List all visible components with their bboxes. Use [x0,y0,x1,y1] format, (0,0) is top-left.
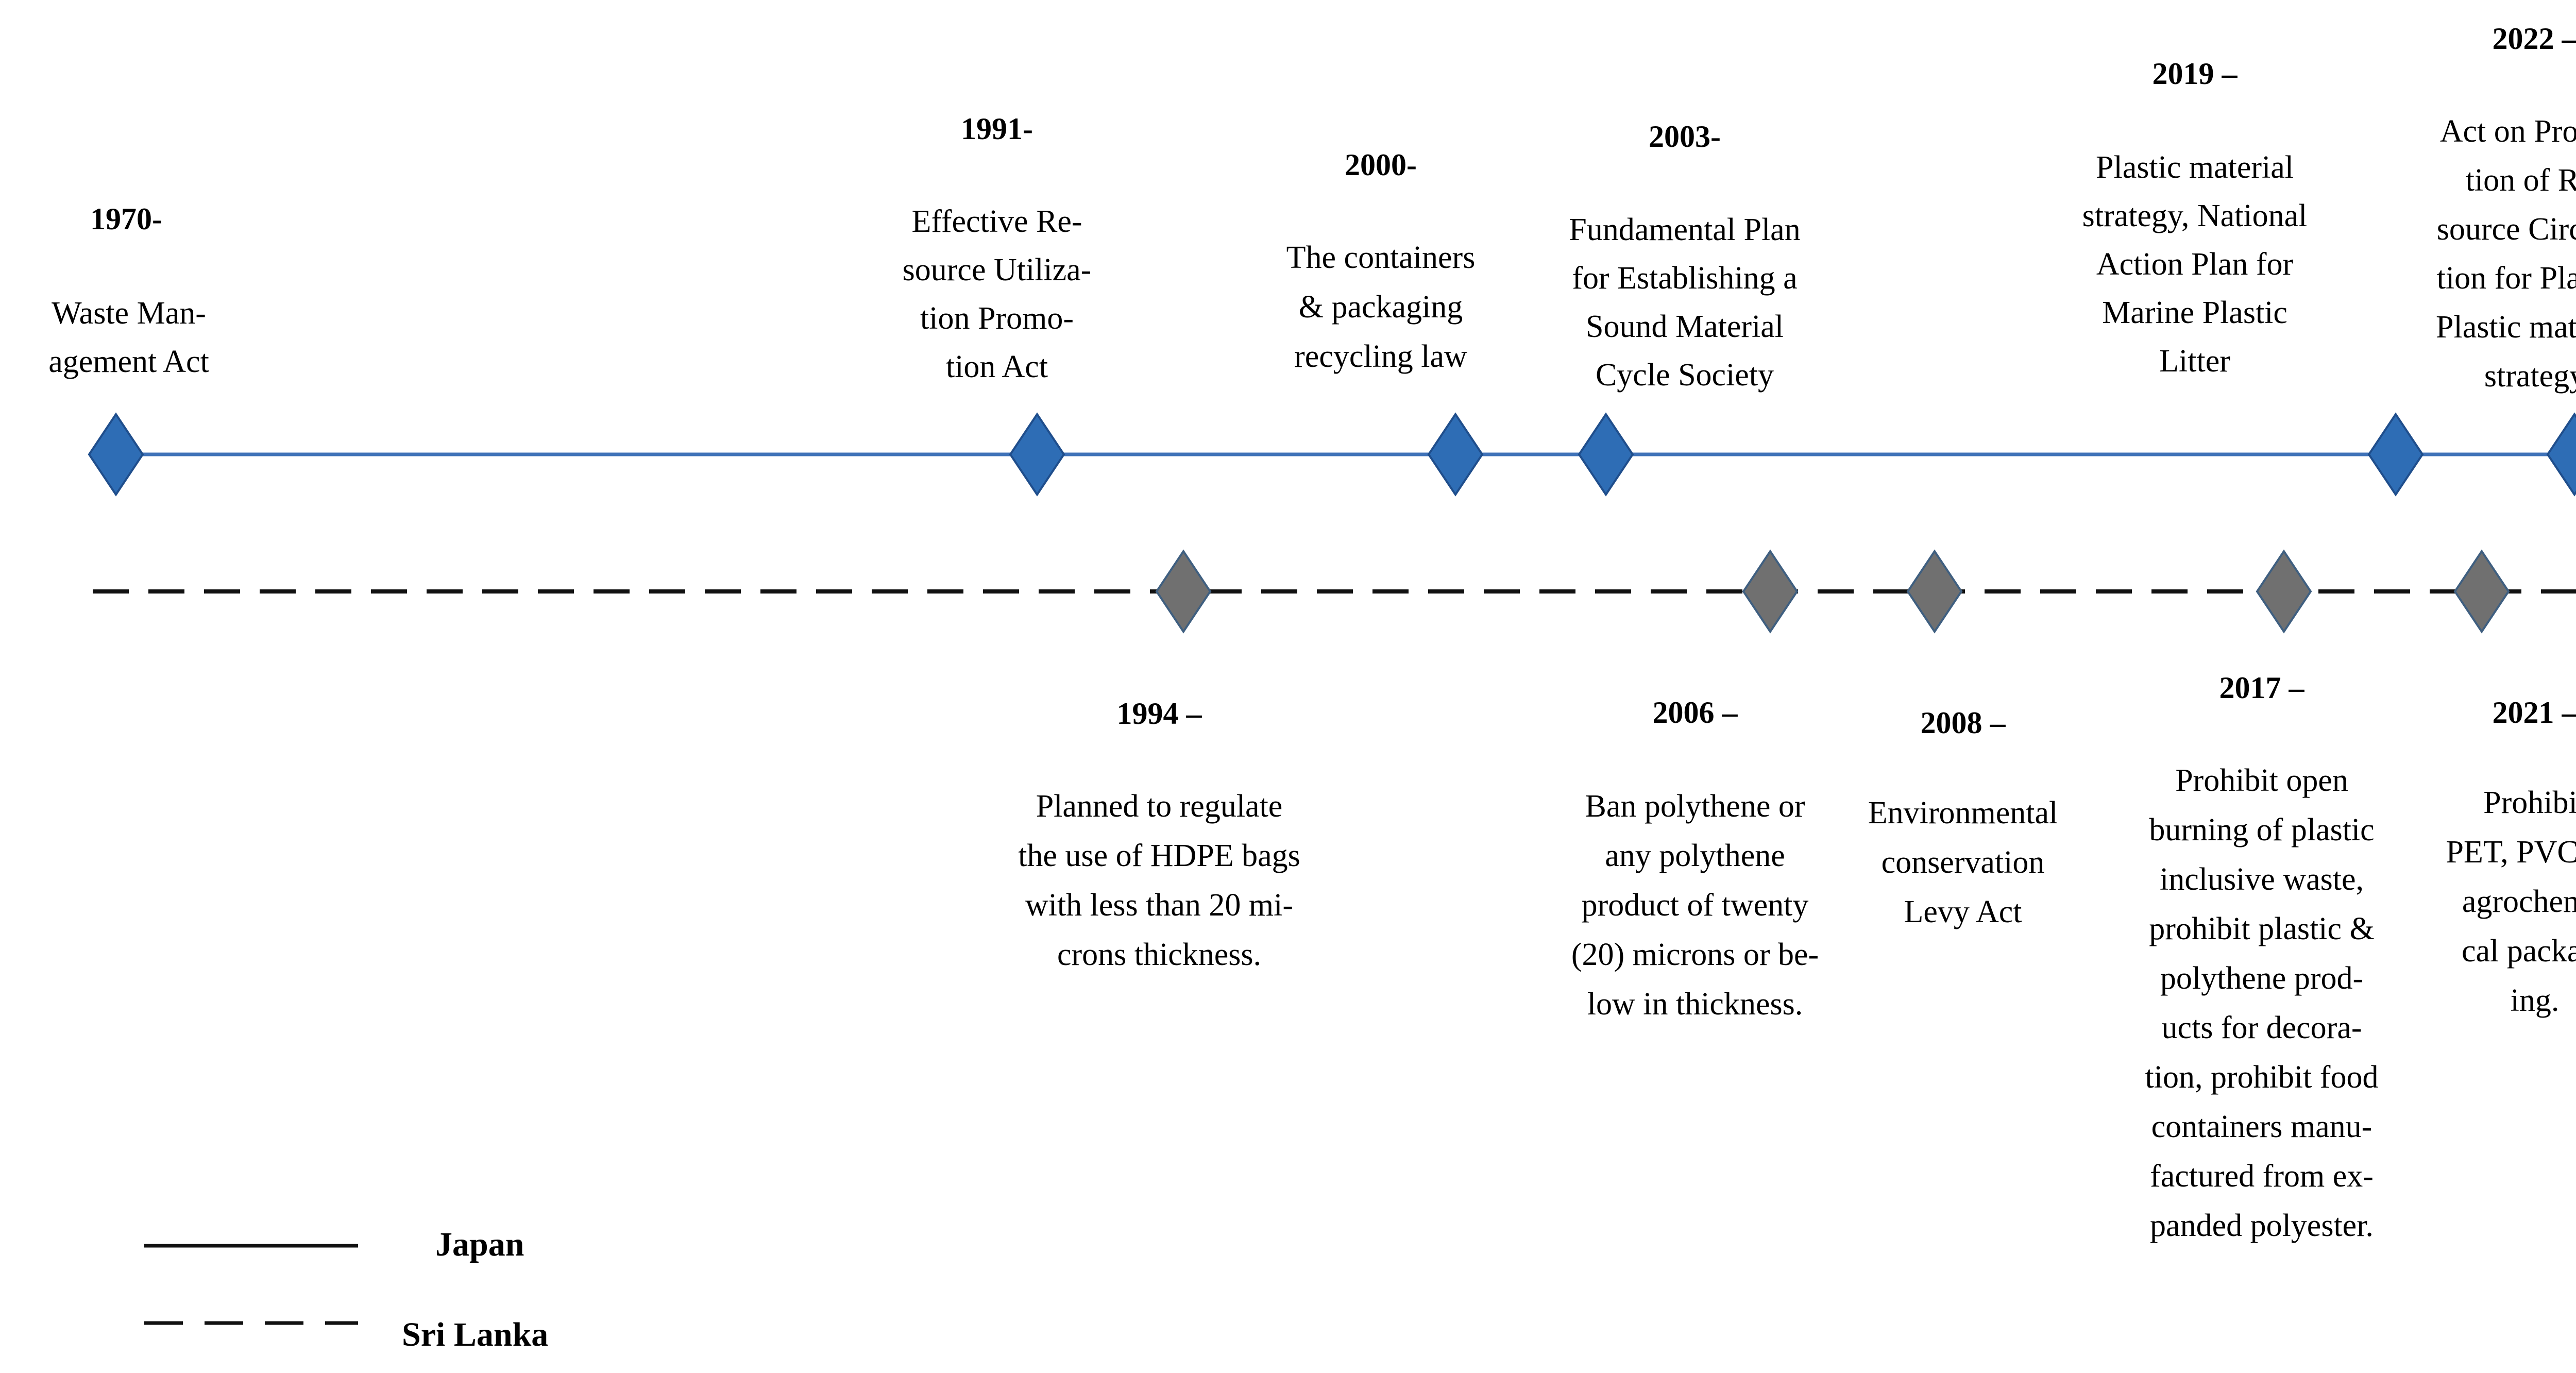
japan-event: 2019 – Plastic material strategy, National… [2082,57,2424,497]
srilanka-description-line: ucts for decora- [2161,1010,2362,1045]
srilanka-description-line: Prohibit [2483,785,2576,820]
srilanka-year-label: 2006 – [1653,696,1738,730]
japan-description-line: agement Act [48,344,209,379]
japan-description-line: Act on Promo- [2440,114,2576,149]
srilanka-year-label: 1994 – [1117,697,1202,731]
srilanka-description-line: agrochemi- [2462,884,2576,919]
srilanka-description-line: Ban polythene or [1585,789,1805,824]
japan-year-label: 2000- [1345,148,1417,182]
japan-timeline: 1970- Waste Man-agement Act 1991- Effective… [48,22,2576,497]
srilanka-description-line: Environmental [1868,795,2058,830]
srilanka-description-line: containers manu- [2151,1109,2372,1144]
japan-marker [1578,412,1634,497]
japan-event: 1991- Effective Re-source Utiliza-tion Pr… [903,112,1092,497]
srilanka-description-line: prohibit plastic & [2149,911,2374,946]
srilanka-description-line: the use of HDPE bags [1018,838,1300,873]
srilanka-description-line: tion, prohibit food [2145,1060,2379,1095]
srilanka-marker [1742,549,1799,634]
srilanka-year-label: 2021 – [2493,696,2576,730]
japan-description-line: Effective Re- [911,204,1082,239]
japan-description-line: tion Promo- [920,301,1074,336]
srilanka-description-line: product of twenty [1582,888,1809,923]
srilanka-description-line: cal packag- [2462,934,2576,969]
japan-marker [88,412,144,497]
japan-marker [1427,412,1484,497]
srilanka-event: 2017 – Prohibit open burning of plastic inc… [2145,549,2379,1243]
japan-description-line: Action Plan for [2096,247,2294,282]
japan-year-label: 2003- [1649,120,1721,154]
srilanka-description-line: conservation [1882,845,2045,880]
japan-marker [1009,412,1065,497]
japan-event: 1970- Waste Man-agement Act [48,202,209,497]
japan-description-line: Litter [2159,344,2230,379]
japan-description-line: recycling law [1294,339,1467,374]
srilanka-description-line: any polythene [1605,838,1785,873]
japan-description-line: source Utiliza- [903,252,1092,287]
japan-marker [2546,412,2576,497]
japan-description-line: The containers [1286,240,1476,275]
japan-description-line: Cycle Society [1596,358,1774,393]
japan-description-line: strategy, National [2082,198,2308,233]
srilanka-description-line: low in thickness. [1587,987,1803,1022]
srilanka-description-line: polythene prod- [2160,961,2363,996]
japan-year-label: 1970- [90,202,162,236]
japan-description-line: Plastic material [2436,310,2576,345]
srilanka-marker [1906,549,1963,634]
srilanka-event: 2006 – Ban polythene or any polythene produ… [1571,549,1819,1022]
srilanka-description-line: (20) microns or be- [1571,937,1819,972]
srilanka-description-line: PET, PVC for [2446,835,2576,870]
japan-marker [2367,412,2424,497]
japan-description-line: Plastic material [2096,150,2294,185]
japan-event: 2003- Fundamental Plan for Establishing a S… [1569,120,1801,497]
japan-description-line: tion of Re- [2466,163,2576,198]
srilanka-description-line: Planned to regulate [1036,789,1283,824]
japan-description-line: Sound Material [1586,309,1784,344]
srilanka-description-line: inclusive waste, [2160,862,2364,897]
srilanka-description-line: ing. [2511,983,2560,1018]
srilanka-timeline: 1994 – Planned to regulate the use of HDPE… [93,549,2576,1243]
japan-event: 2000- The containers & packaging recycling … [1286,148,1484,497]
srilanka-marker [1155,549,1212,634]
srilanka-event: 1994 – Planned to regulate the use of HDPE… [1018,549,1300,972]
srilanka-description-line: crons thickness. [1057,937,1261,972]
srilanka-marker [2256,549,2312,634]
japan-description-line: Fundamental Plan [1569,212,1800,247]
legend-japan-label: Japan [435,1226,524,1263]
japan-description-line: tion Act [946,349,1048,384]
legend-srilanka-label: Sri Lanka [402,1316,548,1353]
srilanka-description-line: Prohibit open [2175,763,2348,798]
srilanka-year-label: 2008 – [1921,706,2006,740]
japan-event: 2022 – Act on Promo-tion of Re-source Cir… [2436,22,2576,497]
srilanka-description-line: burning of plastic [2149,812,2374,847]
japan-description-line: Marine Plastic [2102,295,2287,330]
japan-year-label: 2022 – [2493,22,2576,56]
srilanka-year-label: 2017 – [2219,671,2305,705]
srilanka-description-line: panded polyester. [2150,1208,2374,1243]
srilanka-description-line: factured from ex- [2150,1159,2374,1194]
japan-description-line: source Circula- [2437,212,2576,247]
japan-description-line: for Establishing a [1572,261,1797,296]
srilanka-description-line: Levy Act [1904,894,2022,929]
japan-description-line: & packaging [1299,290,1463,325]
legend: Japan Sri Lanka [144,1226,548,1353]
japan-year-label: 2019 – [2153,57,2238,91]
japan-description-line: tion for Plastic, [2437,261,2576,296]
japan-year-label: 1991- [961,112,1033,146]
srilanka-marker [2453,549,2510,634]
japan-description-line: strategy [2484,359,2576,394]
japan-description-line: Waste Man- [52,296,206,331]
srilanka-description-line: with less than 20 mi- [1025,888,1293,923]
